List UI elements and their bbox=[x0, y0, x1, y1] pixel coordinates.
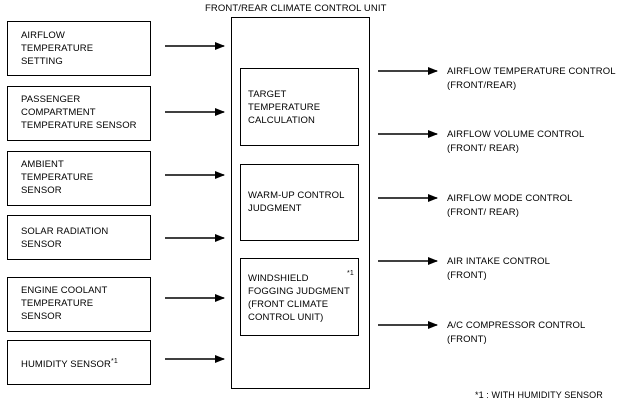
input-label: ENGINE COOLANT TEMPERATURE SENSOR bbox=[21, 285, 108, 322]
footnote-marker: *1 bbox=[347, 270, 354, 277]
block-label: WARM-UP CONTROL JUDGMENT bbox=[248, 190, 345, 214]
footnote-marker: *1 bbox=[111, 358, 118, 365]
unit-title: FRONT/REAR CLIMATE CONTROL UNIT bbox=[205, 3, 387, 14]
block-label: TARGET TEMPERATURE CALCULATION bbox=[248, 89, 321, 126]
output-air-intake-control: AIR INTAKE CONTROL (FRONT) bbox=[447, 256, 550, 281]
input-label: AMBIENT TEMPERATURE SENSOR bbox=[21, 159, 94, 196]
block-label: WINDSHIELD FOGGING JUDGMENT (FRONT CLIMA… bbox=[248, 273, 350, 323]
input-box-ambient-temperature-sensor: AMBIENT TEMPERATURE SENSOR bbox=[7, 151, 151, 206]
block-warm-up-control-judgment: WARM-UP CONTROL JUDGMENT bbox=[240, 164, 359, 241]
block-windshield-fogging-judgment: WINDSHIELD FOGGING JUDGMENT (FRONT CLIMA… bbox=[240, 258, 359, 336]
input-label: AIRFLOW TEMPERATURE SETTING bbox=[21, 30, 94, 67]
input-box-engine-coolant-sensor: ENGINE COOLANT TEMPERATURE SENSOR bbox=[7, 277, 151, 332]
footnote: *1 : WITH HUMIDITY SENSOR bbox=[475, 390, 603, 400]
output-airflow-mode-control: AIRFLOW MODE CONTROL (FRONT/ REAR) bbox=[447, 193, 573, 218]
input-label: HUMIDITY SENSOR*1 bbox=[21, 358, 118, 370]
input-label: SOLAR RADIATION SENSOR bbox=[21, 226, 109, 250]
output-ac-compressor-control: A/C COMPRESSOR CONTROL (FRONT) bbox=[447, 320, 586, 345]
output-airflow-temperature-control: AIRFLOW TEMPERATURE CONTROL (FRONT/REAR) bbox=[447, 66, 616, 91]
output-airflow-volume-control: AIRFLOW VOLUME CONTROL (FRONT/ REAR) bbox=[447, 129, 585, 154]
block-target-temperature-calculation: TARGET TEMPERATURE CALCULATION bbox=[240, 68, 359, 146]
input-box-airflow-temperature-setting: AIRFLOW TEMPERATURE SETTING bbox=[7, 21, 151, 76]
input-box-solar-radiation-sensor: SOLAR RADIATION SENSOR bbox=[7, 215, 151, 260]
input-box-passenger-compartment-sensor: PASSENGER COMPARTMENT TEMPERATURE SENSOR bbox=[7, 86, 151, 141]
input-label: PASSENGER COMPARTMENT TEMPERATURE SENSOR bbox=[21, 94, 137, 131]
input-box-humidity-sensor: HUMIDITY SENSOR*1 bbox=[7, 340, 151, 385]
